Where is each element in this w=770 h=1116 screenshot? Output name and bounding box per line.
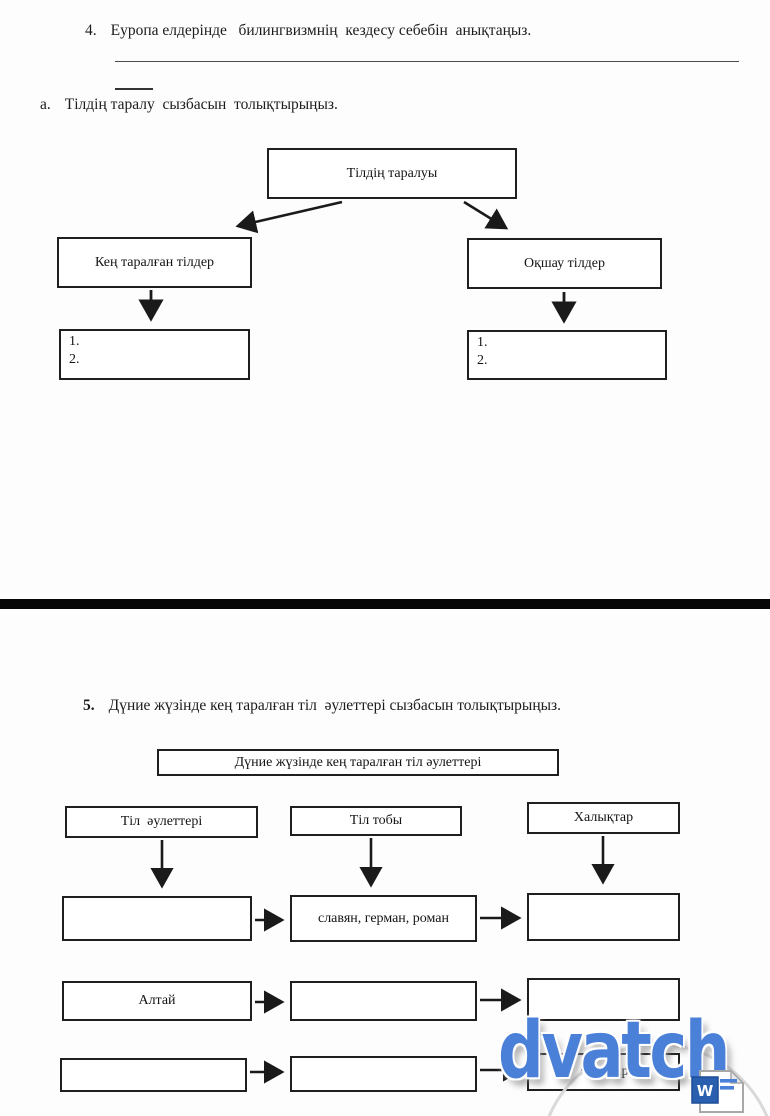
answer-line-short <box>115 88 153 90</box>
d1-right-branch-box: Оқшау тілдер <box>467 238 662 289</box>
question-4-text: Еуропа елдерінде билингвизмнің кездесу с… <box>110 22 532 39</box>
d2-cell-r3c2 <box>290 1056 477 1092</box>
d2-cell-r1c3 <box>527 893 680 941</box>
item-a-number: a. <box>40 96 51 113</box>
question-5-text: Дүние жүзінде кең таралған тіл әулеттері… <box>108 697 562 714</box>
d2-header-group: Тіл тобы <box>290 806 462 836</box>
d1-left-list-item-1: 1. <box>69 334 80 349</box>
question-5-number: 5. <box>83 697 95 714</box>
question-5: 5. Дүние жүзінде кең таралған тіл әулетт… <box>83 697 743 715</box>
item-a: a. Тілдің таралу сызбасын толықтырыңыз. <box>40 96 700 114</box>
d2-title-box: Дүние жүзінде кең таралған тіл әулеттері <box>157 749 559 776</box>
question-4: 4. Еуропа елдерінде билингвизмнің кездес… <box>85 22 745 40</box>
d2-header-peoples: Халықтар <box>527 802 680 834</box>
word-document-icon: W <box>691 1069 745 1113</box>
item-a-text: Тілдің таралу сызбасын толықтырыңыз. <box>64 96 338 113</box>
section-divider <box>0 599 770 609</box>
d1-right-list-item-1: 1. <box>477 335 488 350</box>
question-4-number: 4. <box>85 22 97 39</box>
d2-cell-r2c1: Алтай <box>62 981 252 1021</box>
answer-line <box>115 61 739 62</box>
d2-cell-r2c2 <box>290 981 477 1021</box>
d1-root-box: Тілдің таралуы <box>267 148 517 199</box>
d1-left-branch-box: Кең таралған тілдер <box>57 237 252 288</box>
d2-cell-r3c3: Арабтар <box>527 1053 680 1091</box>
d2-cell-r1c2: славян, герман, роман <box>290 895 477 942</box>
d1-left-list-item-2: 2. <box>69 352 80 368</box>
d2-cell-r2c3 <box>527 978 680 1021</box>
word-icon-letter: W <box>697 1082 714 1100</box>
d1-left-list-box: 1. 2. <box>59 329 250 380</box>
d1-right-list-item-2: 2. <box>477 353 488 369</box>
d2-cell-r1c1 <box>62 896 252 941</box>
d1-right-list-box: 1. 2. <box>467 330 667 380</box>
d2-cell-r3c1 <box>60 1058 247 1092</box>
d2-header-families: Тіл әулеттері <box>65 806 258 838</box>
